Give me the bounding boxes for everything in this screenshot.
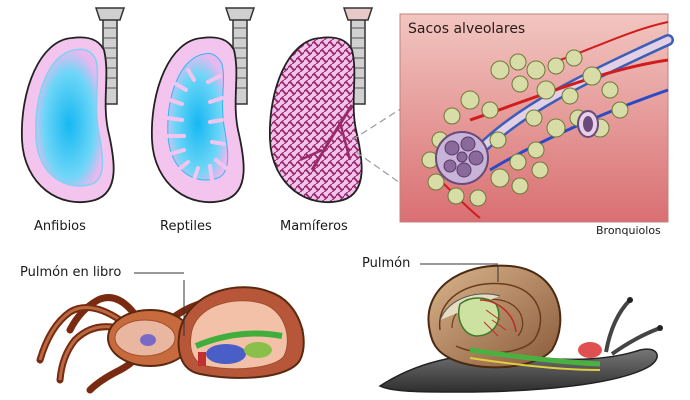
bronchioles-label: Bronquiolos — [596, 224, 661, 237]
snail-lung-label: Pulmón — [362, 256, 411, 271]
alveolar-inset — [399, 13, 674, 223]
amphibian-label: Anfibios — [34, 219, 86, 234]
reptile-label: Reptiles — [160, 219, 212, 234]
snail-illustration — [378, 264, 663, 393]
alveolar-sacs-title: Sacos alveolares — [408, 21, 526, 37]
spider-illustration — [36, 280, 305, 394]
reptile-lung — [151, 7, 256, 204]
mammal-lung — [269, 7, 411, 204]
mammal-label: Mamíferos — [280, 219, 348, 234]
book-lung-label: Pulmón en libro — [20, 265, 122, 280]
amphibian-lung — [21, 7, 126, 204]
